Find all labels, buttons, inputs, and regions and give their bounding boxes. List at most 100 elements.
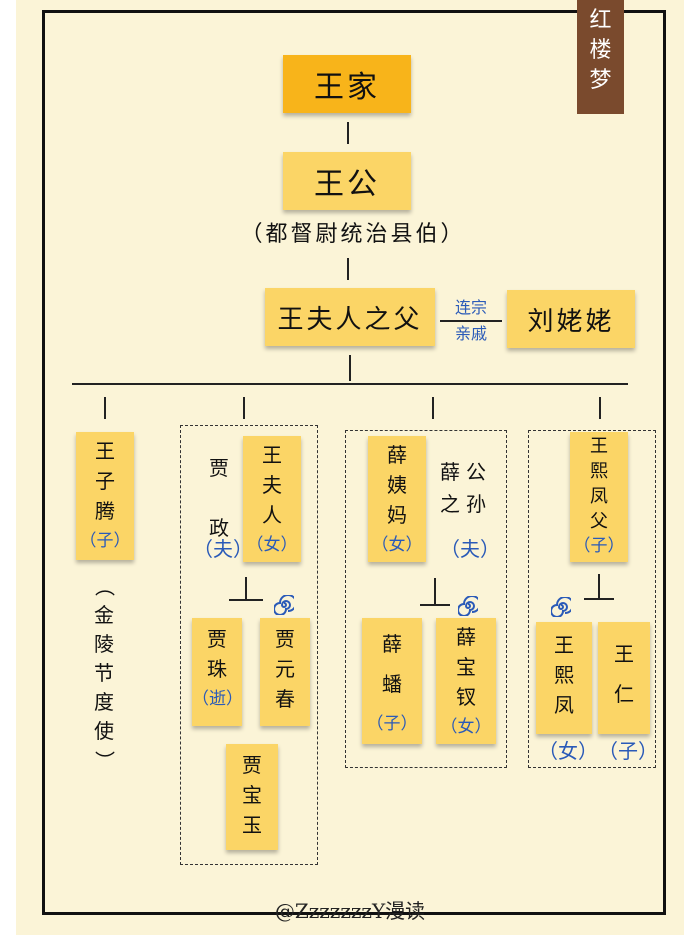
- relation-label: （夫）: [193, 537, 253, 561]
- name-char: 贾: [242, 753, 262, 777]
- relation-label: （子）: [598, 739, 658, 763]
- name-char: 钗: [456, 685, 476, 709]
- name-line: 之孙: [440, 492, 492, 516]
- note-char: 金: [94, 603, 114, 627]
- relation-label: （女）: [538, 739, 598, 763]
- name-char: 元: [275, 657, 295, 681]
- name-char: 王: [95, 439, 115, 463]
- jia-zhu-box: 贾 珠 （逝）: [192, 618, 243, 726]
- name-char: 姨: [387, 473, 407, 497]
- name-char: 珠: [207, 657, 227, 681]
- connector-line: [598, 574, 600, 598]
- wang-furen-box: 王 夫 人 （女）: [243, 436, 301, 562]
- link-label-bottom: 亲戚: [454, 324, 487, 343]
- name-char: 腾: [95, 499, 115, 523]
- connector-line: [584, 598, 614, 600]
- name-char: 王: [262, 443, 282, 467]
- name-char: 熙: [554, 663, 574, 687]
- name-char: 夫: [262, 473, 282, 497]
- xue-baochai-box: 薛 宝 钗 （女）: [436, 618, 496, 744]
- connector-line: [434, 578, 436, 604]
- connector-line: [599, 397, 601, 419]
- link-label-top: 连宗: [454, 298, 487, 317]
- name-char: 薛: [387, 443, 407, 467]
- wang-xifeng-father-box: 王 熙 凤 父 （子）: [570, 432, 628, 562]
- relation-label: （子）: [79, 531, 131, 551]
- family-title-box: 王家: [283, 55, 411, 113]
- name-char: 人: [262, 503, 282, 527]
- connector-line: [243, 397, 245, 419]
- connector-line: [347, 122, 349, 144]
- name-char: 薛: [382, 632, 402, 656]
- name-char: 宝: [242, 783, 262, 807]
- name-char: 宝: [456, 655, 476, 679]
- relation-label: （女）: [371, 535, 423, 555]
- note-char: （: [92, 576, 117, 597]
- wang-ren-box: 王 仁: [598, 622, 650, 734]
- note-char: 使: [94, 719, 114, 743]
- relation-label: （子）: [366, 714, 418, 734]
- relation-label: （女）: [440, 717, 492, 737]
- connector-line: [349, 355, 351, 381]
- patriarch-box: 王公: [283, 152, 411, 210]
- branch-group-jia: [180, 425, 318, 865]
- name-char: 凤: [590, 486, 608, 507]
- relation-label: （夫）: [440, 537, 500, 561]
- relative-box: 刘姥姥: [507, 290, 635, 348]
- connector-line: [432, 397, 434, 419]
- name-char: 春: [275, 687, 295, 711]
- xue-gong-zhisun-label: 薛公 之孙: [436, 456, 496, 520]
- relation-label: （女）: [246, 535, 298, 555]
- relation-label: （逝）: [192, 689, 243, 709]
- wang-xifeng-box: 王 熙 凤: [536, 622, 592, 734]
- name-char: 贾: [209, 456, 229, 480]
- connector-line: [229, 599, 263, 601]
- name-char: 王: [614, 642, 634, 666]
- name-char: 王: [554, 633, 574, 657]
- chart-frame: [42, 10, 666, 915]
- name-char: 政: [209, 516, 229, 540]
- connector-line: [104, 397, 106, 419]
- branch-group-wang: [528, 430, 656, 768]
- connector-line: [420, 604, 450, 606]
- spiral-icon: [274, 595, 294, 615]
- spiral-icon: [551, 597, 571, 617]
- xue-yima-box: 薛 姨 妈 （女）: [368, 436, 426, 562]
- name-char: 凤: [554, 693, 574, 717]
- note-char: 度: [94, 690, 114, 714]
- name-char: 父: [590, 511, 608, 532]
- xue-pan-box: 薛 蟠 （子）: [362, 618, 422, 744]
- patriarch-title-note: （都督尉统治县伯）: [240, 222, 466, 247]
- wang-ziteng-box: 王 子 腾 （子）: [76, 432, 134, 560]
- note-char: 节: [94, 661, 114, 685]
- link-line: [440, 320, 502, 322]
- name-char: 仁: [614, 682, 634, 706]
- name-char: 蟠: [382, 672, 402, 696]
- father-box: 王夫人之父: [265, 288, 435, 346]
- note-char: ）: [92, 750, 117, 771]
- name-char: 熙: [590, 461, 608, 482]
- jia-yuanchun-box: 贾 元 春: [260, 618, 310, 726]
- name-char: 薛: [456, 625, 476, 649]
- name-char: 贾: [275, 627, 295, 651]
- spiral-icon: [458, 596, 478, 616]
- relation-label: （子）: [573, 536, 625, 556]
- jia-baoyu-box: 贾 宝 玉: [226, 744, 278, 850]
- author-credit: @ZzzzzzzY漫读: [274, 899, 426, 923]
- connector-line: [347, 258, 349, 280]
- name-char: 子: [95, 469, 115, 493]
- wang-ziteng-note: （ 金 陵 节 度 使 ）: [89, 572, 119, 775]
- branch-line: [72, 383, 628, 385]
- book-title-tag: 红 楼 梦: [577, 0, 624, 114]
- tag-char: 梦: [589, 68, 612, 93]
- tag-char: 红: [589, 8, 612, 33]
- connector-line: [245, 577, 247, 599]
- tag-char: 楼: [589, 38, 612, 63]
- name-char: 贾: [207, 627, 227, 651]
- name-char: 妈: [387, 503, 407, 527]
- name-char: 玉: [242, 813, 262, 837]
- branch-group-xue: [345, 430, 507, 768]
- note-char: 陵: [94, 632, 114, 656]
- name-line: 薛公: [440, 460, 492, 484]
- name-char: 王: [590, 436, 608, 457]
